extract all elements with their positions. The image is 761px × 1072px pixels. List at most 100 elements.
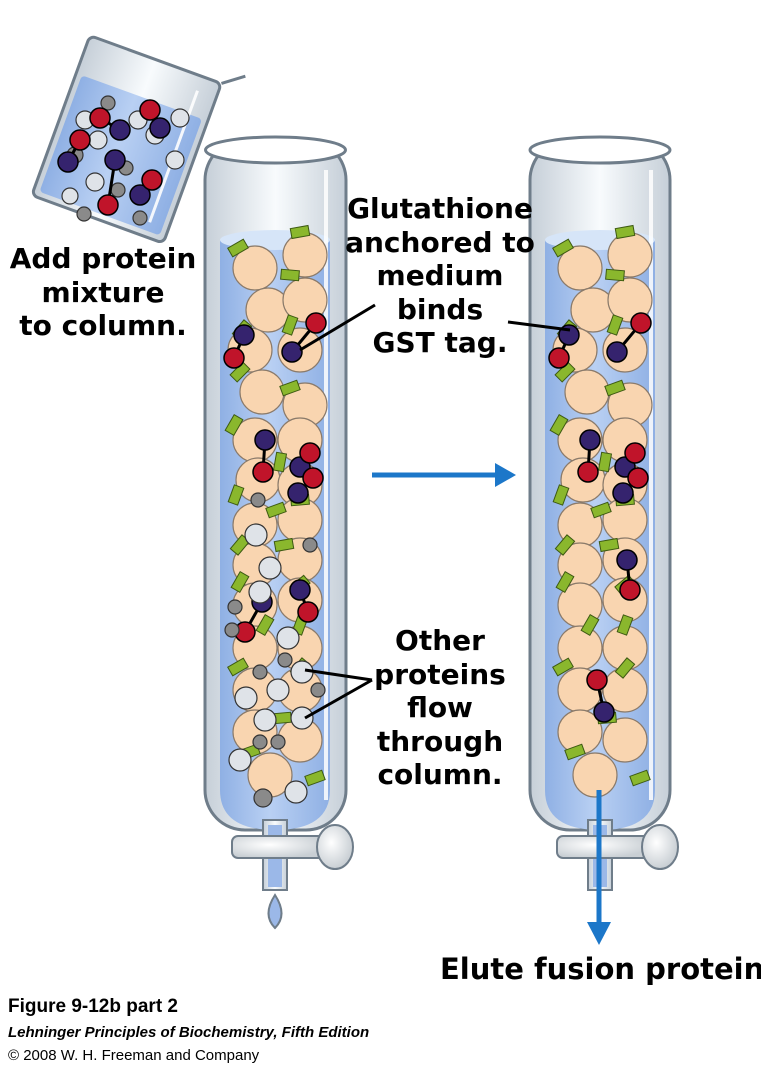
other-protein-small bbox=[270, 734, 286, 750]
glutathione-tag bbox=[555, 571, 575, 593]
glutathione-tag bbox=[564, 743, 586, 761]
glutathione-line-2: anchored to bbox=[345, 225, 535, 259]
other-protein-large bbox=[88, 130, 108, 150]
glutathione-tag bbox=[552, 484, 570, 506]
fusion-protein bbox=[586, 669, 608, 691]
glutathione-tag bbox=[272, 451, 288, 473]
glutathione-tag bbox=[281, 314, 299, 336]
fusion-protein bbox=[302, 467, 324, 489]
other-protein-large bbox=[284, 780, 308, 804]
copyright: © 2008 W. H. Freeman and Company bbox=[8, 1047, 260, 1064]
resin-bead bbox=[607, 277, 653, 323]
fusion-protein bbox=[619, 579, 641, 601]
gst-tag bbox=[149, 117, 171, 139]
glutathione-tag bbox=[227, 238, 249, 258]
glutathione-tag bbox=[590, 501, 612, 519]
glutathione-tag bbox=[255, 614, 275, 636]
glutathione-tag bbox=[549, 414, 569, 436]
elute-label: Elute fusion protein. bbox=[440, 952, 761, 986]
other-protein-large bbox=[165, 150, 185, 170]
fusion-protein bbox=[297, 601, 319, 623]
gst-tag bbox=[109, 119, 131, 141]
glutathione-tag bbox=[265, 501, 287, 519]
resin-bead bbox=[239, 369, 285, 415]
gst-tag bbox=[233, 324, 255, 346]
other-proteins-line-3: flow bbox=[407, 691, 473, 725]
glutathione-tag bbox=[304, 769, 326, 787]
fusion-protein bbox=[305, 312, 327, 334]
fusion-protein bbox=[627, 467, 649, 489]
glutathione-label: Glutathione anchored to medium binds GST… bbox=[340, 192, 540, 360]
glutathione-tag bbox=[629, 769, 651, 787]
gst-tag bbox=[57, 151, 79, 173]
eluate-drop bbox=[267, 893, 283, 930]
gst-tag bbox=[104, 149, 126, 171]
glutathione-tag bbox=[616, 614, 634, 636]
glutathione-tag bbox=[597, 451, 613, 473]
other-proteins-line-5: column. bbox=[377, 758, 503, 792]
gst-tag bbox=[254, 429, 276, 451]
other-protein-large bbox=[276, 626, 300, 650]
other-proteins-label: Other proteins flow through column. bbox=[360, 624, 520, 792]
fusion-protein bbox=[223, 347, 245, 369]
gst-tag bbox=[612, 482, 634, 504]
glutathione-tag bbox=[554, 534, 576, 556]
other-protein-large bbox=[234, 686, 258, 710]
glutathione-tag bbox=[227, 657, 249, 677]
glutathione-tag bbox=[273, 537, 295, 553]
glutathione-tag bbox=[552, 238, 574, 258]
other-protein-large bbox=[228, 748, 252, 772]
other-protein-small bbox=[227, 599, 243, 615]
other-protein-small bbox=[132, 210, 148, 226]
other-protein-small bbox=[76, 206, 92, 222]
glutathione-leader-lines bbox=[299, 303, 571, 352]
other-protein-small bbox=[250, 492, 266, 508]
other-protein-large bbox=[258, 556, 282, 580]
other-protein-small bbox=[252, 734, 268, 750]
gst-tag bbox=[287, 482, 309, 504]
glutathione-tag bbox=[552, 657, 574, 677]
resin-bead bbox=[282, 277, 328, 323]
other-protein-small bbox=[110, 182, 126, 198]
glutathione-tag bbox=[279, 379, 301, 397]
glutathione-line-5: GST tag. bbox=[372, 326, 508, 360]
resin-bead bbox=[557, 245, 603, 291]
add-mixture-line-3: to column. bbox=[19, 309, 187, 343]
gst-tag bbox=[129, 184, 151, 206]
glutathione-tag bbox=[604, 379, 626, 397]
gst-tag bbox=[579, 429, 601, 451]
figure-number: Figure 9-12b part 2 bbox=[8, 996, 178, 1017]
fusion-protein bbox=[630, 312, 652, 334]
glutathione-line-1: Glutathione bbox=[347, 192, 533, 225]
glutathione-tag bbox=[280, 268, 300, 282]
other-protein-small bbox=[100, 95, 116, 111]
process-arrow bbox=[372, 463, 516, 487]
fusion-protein bbox=[299, 442, 321, 464]
glutathione-tag bbox=[227, 484, 245, 506]
glutathione-tag bbox=[605, 268, 625, 282]
fusion-protein bbox=[139, 99, 161, 121]
glutathione-line-4: binds bbox=[396, 292, 484, 326]
fusion-protein bbox=[97, 194, 119, 216]
gst-tag bbox=[593, 701, 615, 723]
glutathione-tag bbox=[614, 657, 636, 679]
other-protein-large bbox=[85, 172, 105, 192]
gst-tag bbox=[281, 341, 303, 363]
other-protein-small bbox=[310, 682, 326, 698]
gst-tag bbox=[616, 549, 638, 571]
other-protein-small bbox=[253, 788, 273, 808]
other-protein-large bbox=[170, 108, 190, 128]
other-protein-large bbox=[248, 580, 272, 604]
other-protein-large bbox=[290, 706, 314, 730]
add-mixture-line-2: mixture bbox=[41, 275, 165, 309]
gst-tag bbox=[606, 341, 628, 363]
glutathione-line-3: medium bbox=[376, 259, 504, 293]
right-column-beads bbox=[548, 224, 653, 798]
other-protein-large bbox=[253, 708, 277, 732]
fusion-protein bbox=[577, 461, 599, 483]
other-protein-small bbox=[224, 622, 240, 638]
fusion-protein bbox=[548, 347, 570, 369]
resin-bead bbox=[602, 717, 648, 763]
resin-bead bbox=[232, 245, 278, 291]
